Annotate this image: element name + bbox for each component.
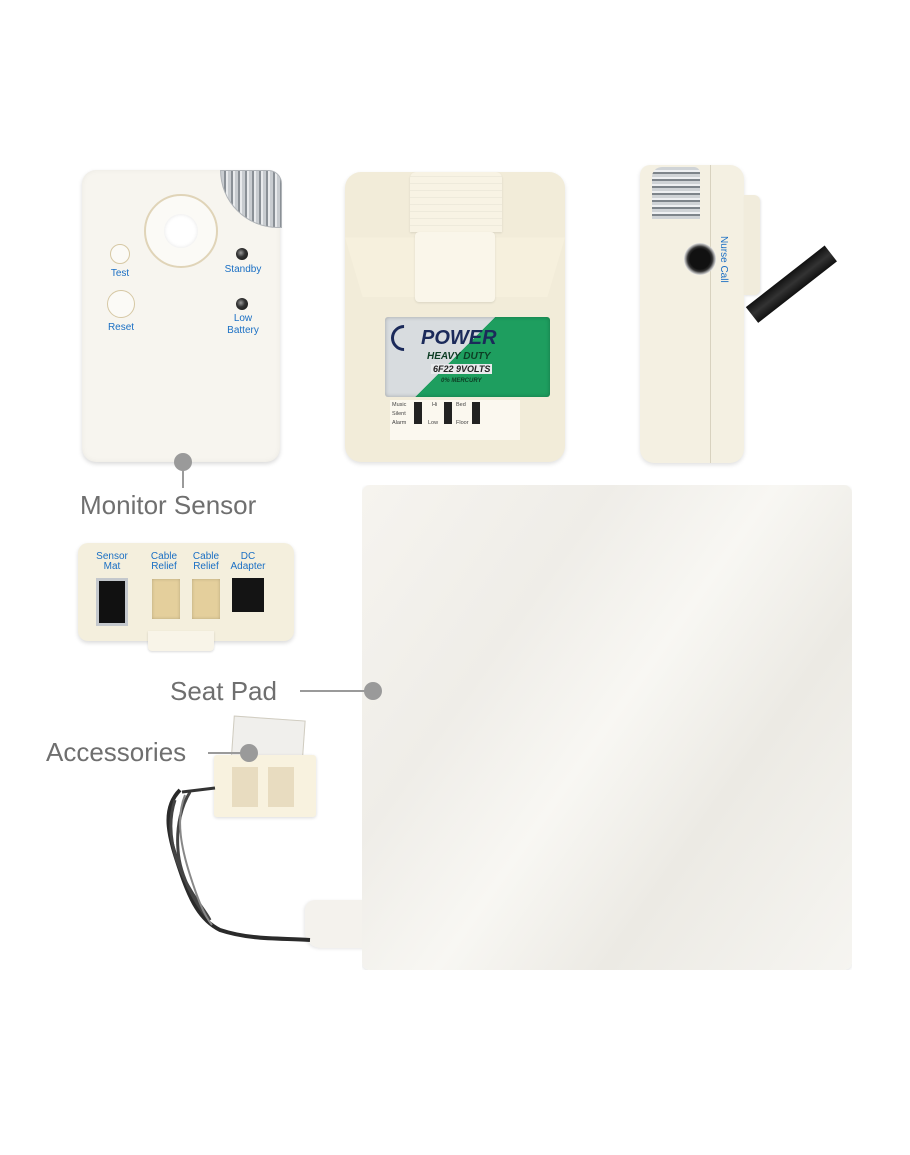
switch-label-alarm: Alarm xyxy=(392,420,407,426)
seat-pad xyxy=(362,485,852,970)
strobe-light-side xyxy=(652,167,700,219)
battery-logo-icon xyxy=(385,319,423,357)
holder-slot xyxy=(268,767,294,807)
switch-label-hi: Hi xyxy=(432,402,438,408)
volume-switch[interactable] xyxy=(444,402,452,424)
battery-line1: HEAVY DUTY xyxy=(427,351,491,362)
port-label-cable-relief-1a: Cable xyxy=(150,551,178,562)
cable-relief-slot-2 xyxy=(192,579,220,619)
switch-label-silent: Silent xyxy=(392,411,406,417)
sensor-mat-port[interactable] xyxy=(96,578,128,626)
port-label-cable-relief-1b: Relief xyxy=(151,561,177,572)
switch-label-floor: Floor xyxy=(456,420,469,426)
monitor-sensor-bottom: Sensor Mat Cable Relief Cable Relief DC … xyxy=(78,543,294,641)
nurse-call-jack[interactable] xyxy=(684,243,716,275)
dc-adapter-port[interactable] xyxy=(232,578,264,612)
monitor-sensor-side xyxy=(640,165,760,463)
battery-line2: 6F22 9VOLTS xyxy=(431,364,493,374)
switch-label-low: Low xyxy=(428,420,439,426)
cable-relief-slot-1 xyxy=(152,579,180,619)
accessories-callout-dot xyxy=(240,744,258,762)
sensor-cable xyxy=(166,786,311,942)
low-battery-label-line2: Battery xyxy=(227,325,259,336)
port-label-cable-relief-2a: Cable xyxy=(192,551,220,562)
test-button[interactable] xyxy=(110,244,130,264)
switch-panel: Music Silent Alarm Hi Low Bed Floor xyxy=(390,400,520,440)
strobe-light xyxy=(220,170,282,228)
test-label: Test xyxy=(110,268,130,279)
nurse-call-label: Nurse Call xyxy=(718,236,729,283)
reset-label: Reset xyxy=(107,322,135,333)
port-label-cable-relief-2b: Relief xyxy=(193,561,219,572)
monitor-sensor-label: Monitor Sensor xyxy=(80,490,257,520)
port-label-dc-adapter-2: Adapter xyxy=(230,561,266,572)
battery-line3: 0% MERCURY xyxy=(441,378,482,384)
port-label-sensor-mat-2: Mat xyxy=(103,561,121,572)
standby-label: Standby xyxy=(224,264,262,275)
speaker-icon xyxy=(164,214,198,248)
sound-mode-switch[interactable] xyxy=(414,402,422,424)
reset-button[interactable] xyxy=(107,290,135,318)
monitor-sensor-front: Test Reset Standby Low Battery xyxy=(82,170,282,462)
standby-led-icon xyxy=(236,248,248,260)
bed-floor-switch[interactable] xyxy=(472,402,480,424)
monitor-sensor-callout-line xyxy=(182,470,184,488)
seat-pad-label: Seat Pad xyxy=(170,676,277,706)
side-clip xyxy=(744,195,760,295)
seat-pad-callout-dot xyxy=(364,682,382,700)
switch-label-bed: Bed xyxy=(456,402,466,408)
holder-slot xyxy=(232,767,258,807)
case-seam xyxy=(710,165,711,463)
speaker-ring xyxy=(144,194,218,268)
port-label-sensor-mat-1: Sensor xyxy=(96,551,128,562)
low-battery-label-line1: Low xyxy=(233,313,253,324)
seat-pad-callout-line xyxy=(300,690,368,692)
monitor-sensor-callout-dot xyxy=(174,453,192,471)
belt-clip-tab xyxy=(415,232,495,302)
battery-9v: POWER HEAVY DUTY 6F22 9VOLTS 0% MERCURY xyxy=(385,317,550,397)
accessories-label: Accessories xyxy=(46,737,187,767)
battery-brand: POWER xyxy=(421,327,497,349)
port-label-dc-adapter-1: DC xyxy=(240,551,256,562)
monitor-sensor-back: POWER HEAVY DUTY 6F22 9VOLTS 0% MERCURY … xyxy=(345,172,565,462)
accessory-holder xyxy=(214,755,316,817)
low-battery-led-icon xyxy=(236,298,248,310)
switch-label-music: Music xyxy=(392,402,407,408)
accessories-callout-line xyxy=(208,752,244,754)
bottom-clip xyxy=(148,631,214,651)
belt-clip xyxy=(410,172,502,232)
